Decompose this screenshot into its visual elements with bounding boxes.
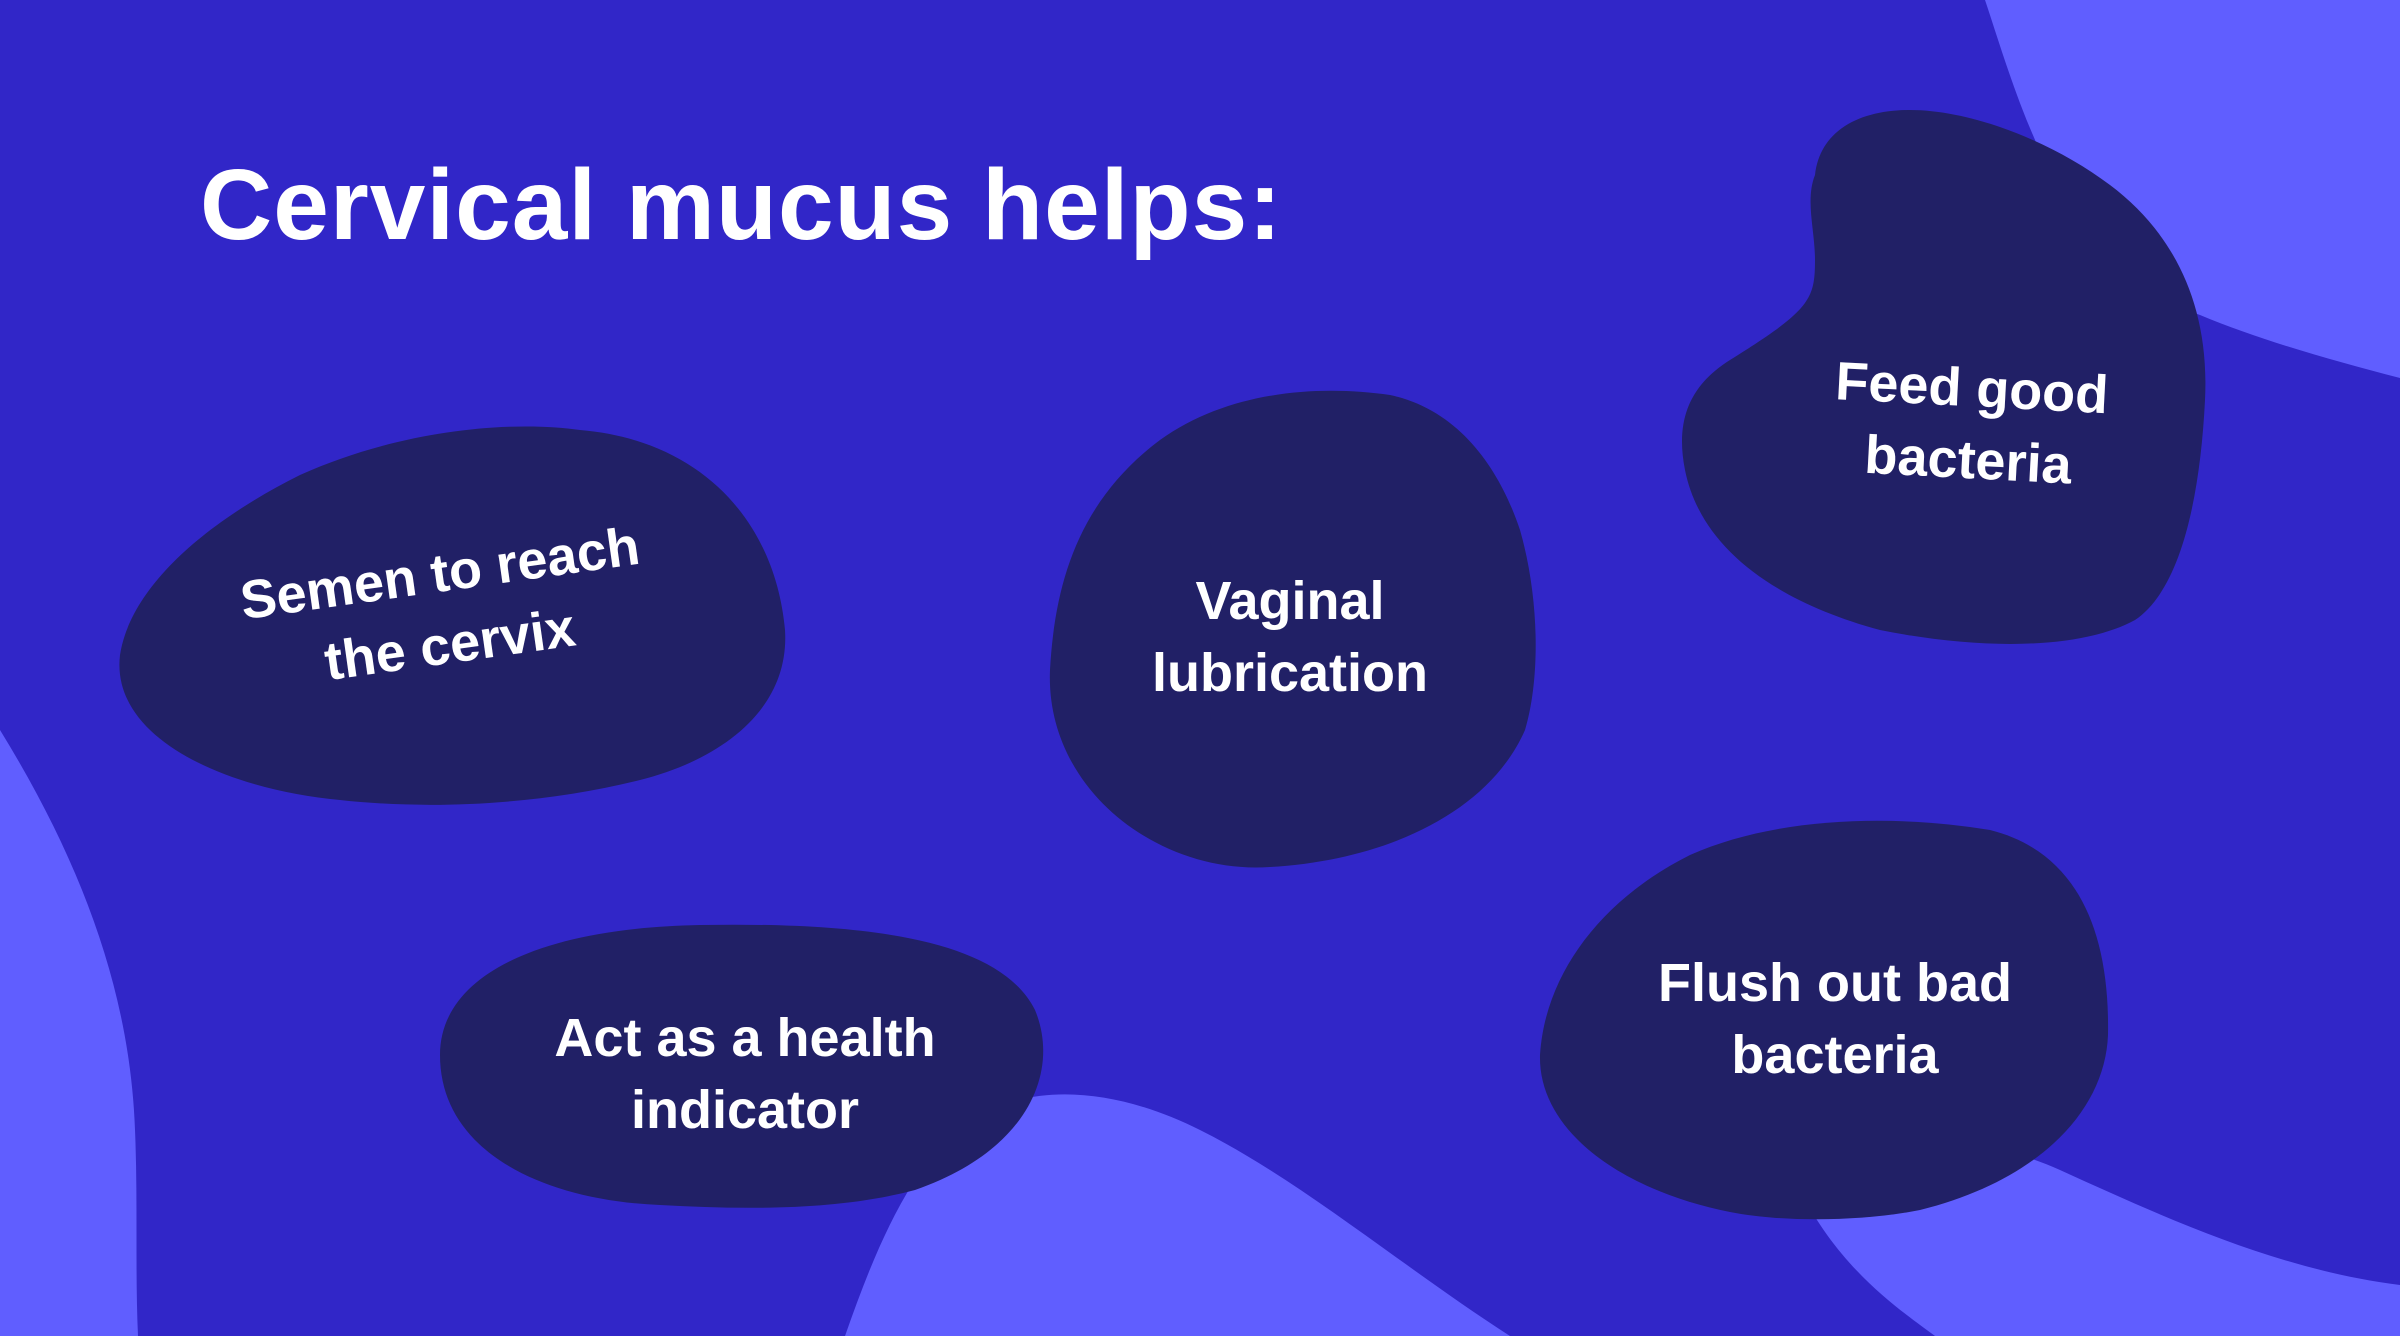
blob-feed-good — [1682, 110, 2206, 644]
blob-flush-out — [1539, 820, 2109, 1220]
accent-shape-top-right — [1985, 0, 2400, 378]
blob-semen — [119, 426, 786, 805]
blob-lubrication — [1049, 390, 1536, 868]
blob-health — [440, 924, 1044, 1208]
label-line: Vaginal — [1195, 571, 1385, 632]
label-feed-good-bacteria: Feed good bacteria — [1830, 346, 2110, 504]
label-vaginal-lubrication: Vaginal lubrication — [1152, 566, 1428, 710]
accent-shape-bottom-center — [845, 1094, 1510, 1336]
label-health-indicator: Act as a health indicator — [554, 1003, 935, 1147]
label-line: indicator — [630, 1080, 860, 1140]
label-line: Act as a health — [554, 1008, 936, 1069]
label-flush-out-bad-bacteria: Flush out bad bacteria — [1658, 948, 2012, 1092]
label-line: bacteria — [1863, 424, 2074, 496]
page-title: Cervical mucus helps: — [200, 149, 1283, 261]
label-line: lubrication — [1151, 643, 1429, 703]
accent-shape-left — [0, 730, 138, 1336]
label-line: bacteria — [1731, 1025, 1939, 1085]
label-line: Flush out bad — [1658, 953, 2012, 1014]
